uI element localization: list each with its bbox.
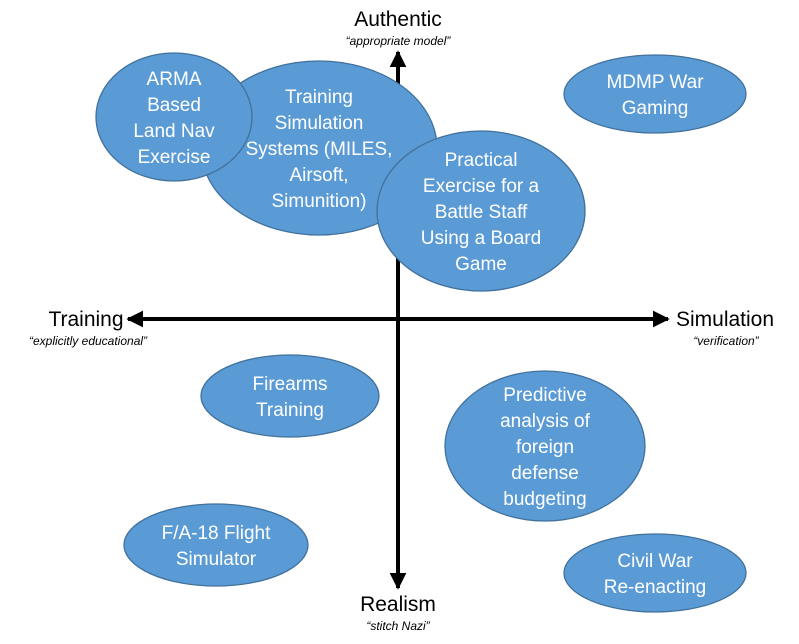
axis-left-sublabel: “explicitly educational” xyxy=(29,334,148,348)
bubble-label-line: Firearms xyxy=(253,374,328,395)
bubble-label-line: MDMP War xyxy=(606,72,704,93)
axis-right-sublabel: “verification” xyxy=(693,334,759,348)
bubble-label-line: Simulator xyxy=(176,549,257,570)
bubble-label-line: Using a Board xyxy=(421,228,541,249)
bubble-label-line: Exercise for a xyxy=(423,176,540,197)
bubble-label-line: Airsoft, xyxy=(289,165,348,186)
bubble-label-line: Re-enacting xyxy=(604,577,706,598)
bubble-label-line: ARMA xyxy=(147,69,202,90)
axis-bottom-sublabel: “stitch Nazi” xyxy=(366,619,430,633)
bubble-label-line: Practical xyxy=(445,150,518,171)
bubble-label-line: defense xyxy=(511,463,579,484)
bubble-label-line: Gaming xyxy=(622,98,689,119)
bubble-label-line: Predictive xyxy=(503,385,586,406)
bubble-predictive-analysis: Predictive analysis of foreign defense budge… xyxy=(444,370,646,522)
axis-left-label: Training xyxy=(48,308,123,331)
bubble-label-line: Training xyxy=(285,87,353,108)
axis-top-sublabel: “appropriate model” xyxy=(346,34,452,48)
bubble-label-line: foreign xyxy=(516,437,574,458)
axis-bottom-label: Realism xyxy=(360,593,436,616)
bubble-label-line: Simunition) xyxy=(271,191,366,212)
axis-top-label: Authentic xyxy=(354,8,442,31)
bubble-label-line: Based xyxy=(147,95,201,116)
bubble-label-line: analysis of xyxy=(500,411,590,432)
bubble-label-line: Simulation xyxy=(275,113,364,134)
bubble-label-line: budgeting xyxy=(503,489,586,510)
bubble-label-line: Game xyxy=(455,254,507,275)
axis-right-label: Simulation xyxy=(676,308,774,331)
bubble-label-line: Civil War xyxy=(617,551,693,572)
bubble-label-line: F/A-18 Flight xyxy=(162,523,271,544)
bubble-label-line: Systems (MILES, xyxy=(246,139,393,160)
bubble-label-line: Battle Staff xyxy=(435,202,528,223)
bubble-label-line: Training xyxy=(256,400,324,421)
bubble-label-line: Exercise xyxy=(138,147,211,168)
bubble-label-line: Land Nav xyxy=(133,121,215,142)
